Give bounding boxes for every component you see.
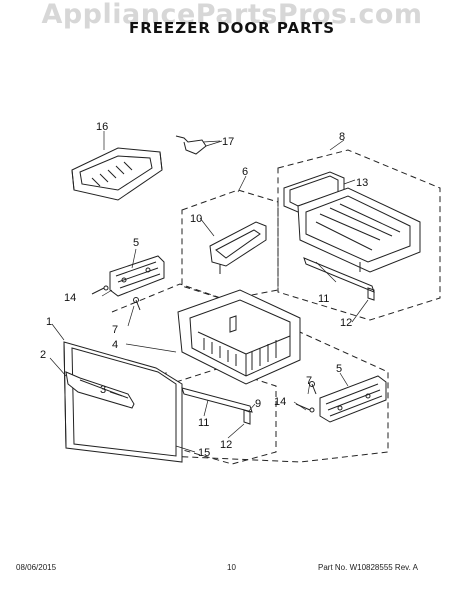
part-5-left-bracket	[109, 255, 165, 297]
callout-16: 16	[96, 121, 108, 133]
upper-rail-clip	[367, 287, 375, 301]
callout-14-right: 14	[274, 396, 286, 408]
part-17-ice-scoop	[175, 135, 223, 155]
callout-12-lower: 12	[220, 439, 232, 451]
footer-date: 08/06/2015	[16, 563, 57, 572]
callout-7-left: 7	[112, 324, 118, 336]
footer-part-number: Part No. W10828555 Rev. A	[318, 563, 418, 572]
callout-3: 3	[100, 384, 106, 396]
callout-13: 13	[356, 177, 368, 189]
part-10-divider	[209, 221, 267, 274]
part-4-freezer-bin	[177, 289, 301, 385]
callout-11-upper: 11	[318, 293, 329, 305]
part-14-left-screw	[91, 285, 109, 295]
part-7-left-screw	[133, 297, 141, 311]
callout-8: 8	[339, 131, 345, 143]
callout-5-left: 5	[133, 237, 139, 249]
callout-6: 6	[242, 166, 248, 178]
callout-12-upper: 12	[340, 317, 352, 329]
part-5-right-bracket	[319, 375, 387, 423]
callout-11-lower: 11	[198, 417, 209, 429]
lower-slide-rail	[181, 387, 253, 425]
callout-2: 2	[40, 349, 46, 361]
callout-4: 4	[112, 339, 118, 351]
callout-15: 15	[198, 447, 210, 459]
callout-10: 10	[190, 213, 202, 225]
footer-page-number: 10	[227, 563, 236, 572]
part-16-ice-bin	[71, 147, 163, 201]
leader-lines	[49, 131, 369, 453]
site-watermark: AppliancePartsPros.com	[41, 0, 423, 30]
callout-7-right: 7	[306, 375, 312, 387]
callout-5-right: 5	[336, 363, 342, 375]
callout-17: 17	[222, 136, 234, 148]
callout-9: 9	[255, 398, 261, 410]
callout-1: 1	[46, 316, 52, 328]
callout-labels: 16 17 8 13 6 10 5 14 11 12 7 1 4 2 3 5 7…	[40, 121, 368, 459]
upper-basket	[297, 187, 421, 273]
page-title: FREEZER DOOR PARTS	[128, 19, 336, 37]
part-8-dashed-outline	[277, 149, 441, 321]
callout-14-left: 14	[64, 292, 76, 304]
